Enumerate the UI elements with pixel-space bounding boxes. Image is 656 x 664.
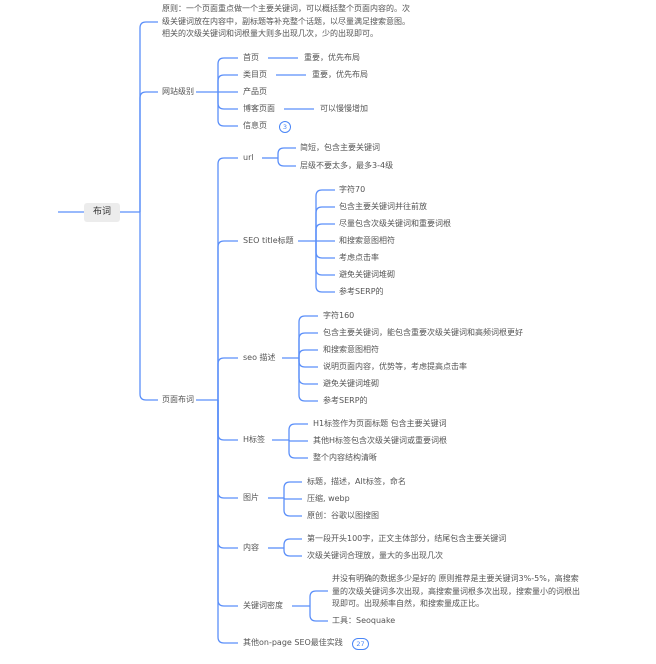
leaf[interactable]: 和搜索意图相符 (339, 236, 395, 245)
leaf[interactable]: 字符70 (339, 185, 366, 194)
note-home[interactable]: 重要，优先布局 (304, 53, 360, 62)
node-keyword-density[interactable]: 关键词密度 (243, 601, 283, 610)
principle-line: 原则：一个页面重点做一个主要关键词，可以概括整个页面内容的。次 (162, 4, 410, 13)
connector (217, 400, 238, 644)
connector (315, 241, 335, 293)
node-seo-description[interactable]: seo 描述 (243, 353, 276, 362)
connector (315, 206, 335, 241)
connector (217, 400, 238, 607)
connector (298, 332, 318, 358)
connector (298, 358, 318, 385)
node-seo-title[interactable]: SEO title标题 (243, 236, 294, 245)
connector (283, 497, 302, 500)
principle-line: 相关的次级关键词和词根量大则多出现几次，少的出现即可。 (162, 29, 378, 38)
leaf[interactable]: 简短，包含主要关键词 (300, 143, 380, 152)
connector (283, 538, 302, 548)
connector (139, 91, 158, 212)
root-node[interactable]: 布词 (84, 203, 120, 222)
connector (288, 423, 308, 440)
connector (309, 606, 328, 622)
connector (217, 92, 238, 110)
leaf[interactable]: 次级关键词合理放，量大的多出现几次 (307, 551, 443, 560)
density-paragraph[interactable]: 并没有明确的数据多少是好的 原则推荐是主要关键词3%-5%，高搜索 量的次级关键… (332, 573, 580, 611)
connector (217, 400, 238, 549)
node-blog[interactable]: 博客页面 (243, 104, 275, 113)
note-category[interactable]: 重要，优先布局 (312, 70, 368, 79)
connector (217, 157, 238, 400)
leaf[interactable]: 字符160 (323, 311, 355, 320)
node-info[interactable]: 信息页 (243, 121, 267, 130)
leaf[interactable]: 参考SERP的 (339, 287, 384, 296)
leaf[interactable]: 避免关键词堆砌 (323, 379, 379, 388)
connector (217, 400, 238, 441)
connector (277, 147, 296, 158)
connector (315, 189, 335, 241)
connector (283, 548, 302, 557)
connector (309, 590, 328, 606)
connector (315, 223, 335, 241)
leaf[interactable]: 原创：谷歌以图搜图 (307, 511, 379, 520)
connector (298, 358, 318, 402)
note-blog[interactable]: 可以慢慢增加 (320, 104, 368, 113)
collapsed-count-badge[interactable]: 3 (279, 121, 291, 133)
node-category[interactable]: 类目页 (243, 70, 267, 79)
connector (217, 240, 238, 400)
leaf[interactable]: 包含主要关键词并往前放 (339, 202, 427, 211)
connector (217, 74, 238, 92)
node-product[interactable]: 产品页 (243, 87, 267, 96)
density-line: 并没有明确的数据多少是好的 原则推荐是主要关键词3%-5%，高搜索 (332, 574, 579, 583)
connector (298, 349, 318, 358)
leaf[interactable]: 尽量包含次级关键词和重要词根 (339, 219, 451, 228)
leaf[interactable]: 第一段开头100字，正文主体部分，结尾包含主要关键词 (307, 534, 507, 543)
leaf[interactable]: 参考SERP的 (323, 396, 368, 405)
node-other-onpage-seo[interactable]: 其他on-page SEO最佳实践 (243, 638, 343, 647)
site-level-node[interactable]: 网站级别 (162, 87, 194, 96)
leaf-tool[interactable]: 工具：Seoquake (332, 616, 396, 625)
principle-line: 级关键词放在内容中，副标题等补充整个话题，以尽量满足搜索意图。 (162, 16, 410, 26)
node-home[interactable]: 首页 (243, 53, 259, 62)
connector (217, 92, 238, 127)
leaf[interactable]: 包含主要关键词，能包含重要次级关键词和高频词根更好 (323, 328, 523, 337)
connector (288, 440, 308, 459)
node-content[interactable]: 内容 (243, 543, 259, 552)
principle-node[interactable]: 原则：一个页面重点做一个主要关键词，可以概括整个页面内容的。次 级关键词放在内容… (162, 3, 410, 41)
collapsed-count-badge[interactable]: 27 (352, 638, 369, 650)
leaf[interactable]: 避免关键词堆砌 (339, 270, 395, 279)
page-node[interactable]: 页面布词 (162, 395, 194, 404)
connector (139, 21, 158, 212)
leaf[interactable]: 其他H标签包含次级关键词或重要词根 (313, 436, 448, 445)
leaf[interactable]: 层级不要太多，最多3-4级 (300, 161, 394, 170)
leaf[interactable]: 和搜索意图相符 (323, 345, 379, 354)
connector (298, 358, 318, 368)
node-images[interactable]: 图片 (243, 493, 259, 502)
connector (283, 481, 302, 498)
leaf[interactable]: 说明页面内容，优势等，考虑提高点击率 (323, 362, 467, 371)
node-h-tags[interactable]: H标签 (243, 435, 266, 444)
connector (277, 158, 296, 167)
connector (217, 400, 238, 499)
density-line: 现即可。出现频率自然，和搜索量成正比。 (332, 599, 484, 608)
node-url[interactable]: url (243, 153, 254, 162)
connector (288, 439, 308, 442)
density-line: 量的次级关键词多次出现，高搜索量词根多次出现，搜索量小的词根出 (332, 586, 580, 596)
leaf[interactable]: 整个内容结构清晰 (313, 453, 377, 462)
leaf[interactable]: H1标签作为页面标题 包含主要关键词 (313, 419, 447, 428)
connector (283, 498, 302, 517)
connector (217, 57, 238, 92)
connector (139, 212, 158, 401)
connector (315, 241, 335, 259)
connector (217, 357, 238, 400)
connector (298, 315, 318, 358)
leaf[interactable]: 考虑点击率 (339, 253, 379, 262)
leaf[interactable]: 标题，描述，Alt标签，命名 (307, 477, 406, 486)
leaf[interactable]: 压缩, webp (307, 494, 350, 503)
